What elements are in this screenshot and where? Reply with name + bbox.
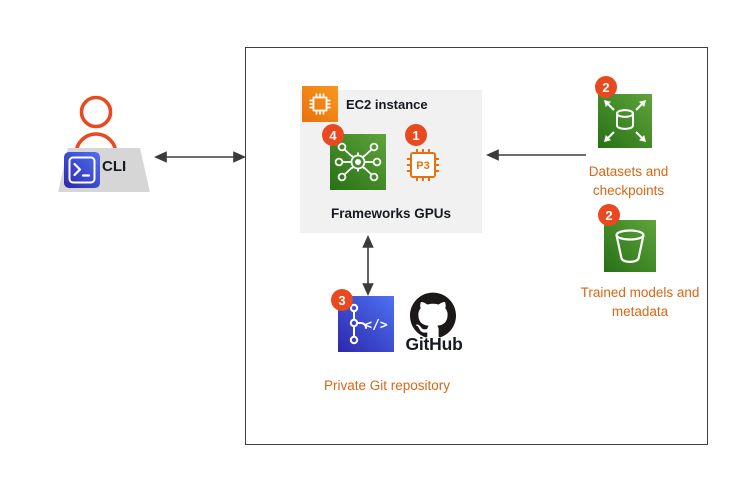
step-badge-2-datasets: 2 [595, 76, 617, 98]
cli-label: CLI [102, 158, 127, 175]
trained-models-bucket-icon [604, 220, 656, 272]
code-glyph: </> [364, 318, 388, 333]
datasets-icon [598, 94, 652, 148]
datasets-caption: Datasets and checkpoints [588, 164, 669, 198]
trained-models-caption: Trained models and metadata [580, 285, 700, 319]
cli-terminal-icon [64, 152, 100, 188]
cli-ec2-arrow [154, 151, 246, 163]
user-cli-figure [58, 95, 150, 192]
p3-chip-label: P3 [416, 160, 429, 172]
private-git-repo-caption: Private Git repository [323, 378, 451, 393]
ec2-instance-title: EC2 instance [346, 97, 428, 112]
github-wordmark: GitHub [405, 334, 463, 354]
frameworks-gpus-label: Frameworks GPUs [330, 206, 452, 221]
step-badge-4: 4 [322, 124, 344, 146]
github-octocat-icon [410, 292, 456, 338]
step-badge-1: 1 [405, 124, 427, 146]
p3-instance-chip-icon: P3 [407, 149, 439, 181]
ec2-icon [302, 86, 338, 122]
step-badge-3: 3 [331, 289, 353, 311]
step-badge-2-models: 2 [598, 204, 620, 226]
